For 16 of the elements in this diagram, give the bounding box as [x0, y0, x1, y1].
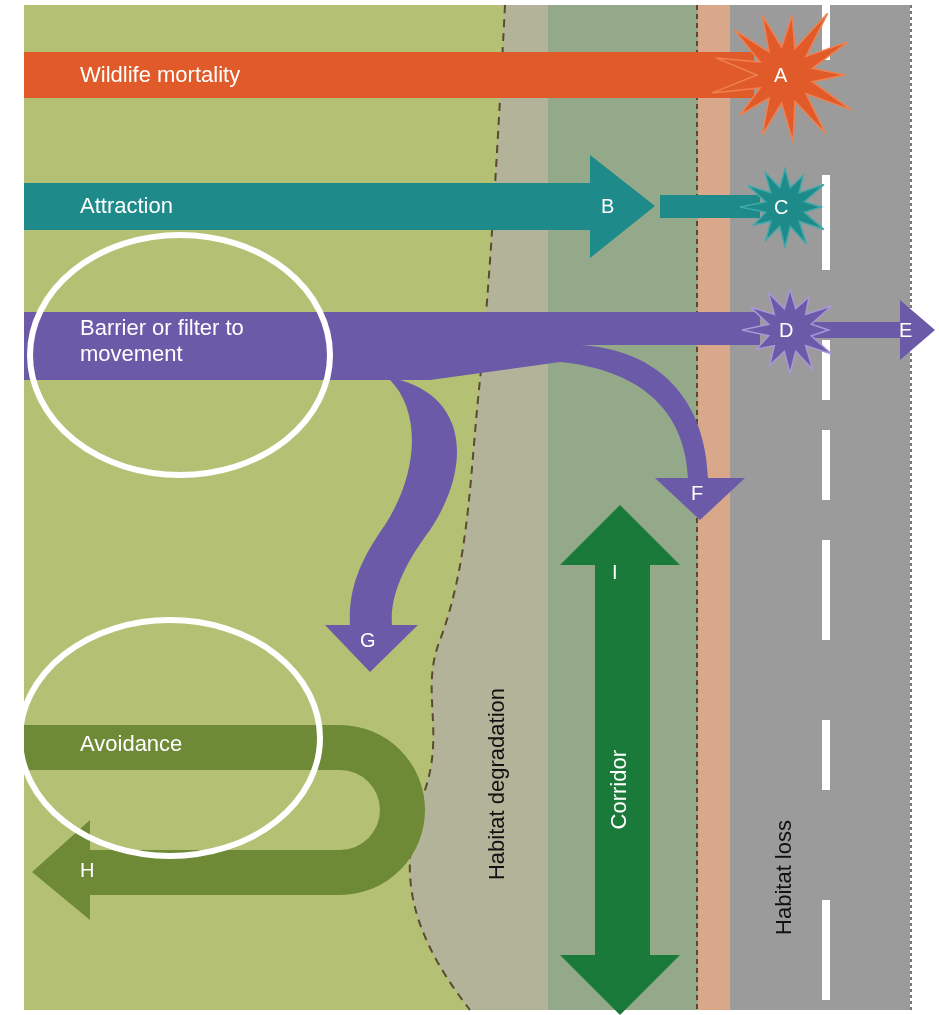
- letter-label: G: [360, 628, 376, 652]
- zone-label: Habitat degradation: [484, 688, 510, 881]
- letter-label: E: [899, 318, 913, 342]
- letter-label: B: [601, 194, 615, 218]
- arrow-label: Attraction: [80, 193, 173, 220]
- letter-label: I: [612, 560, 618, 584]
- letter-label: F: [691, 481, 704, 505]
- zone-label: Corridor: [606, 750, 632, 830]
- letter-label: A: [774, 63, 788, 87]
- arrow-label: Avoidance: [80, 731, 183, 758]
- letter-label: H: [80, 858, 95, 882]
- letter-label: C: [774, 195, 789, 219]
- arrow-label: Wildlife mortality: [80, 62, 241, 89]
- arrow-label: Barrier or filter to movement: [80, 315, 245, 368]
- zone-label: Habitat loss: [771, 820, 797, 935]
- letter-label: D: [779, 318, 794, 342]
